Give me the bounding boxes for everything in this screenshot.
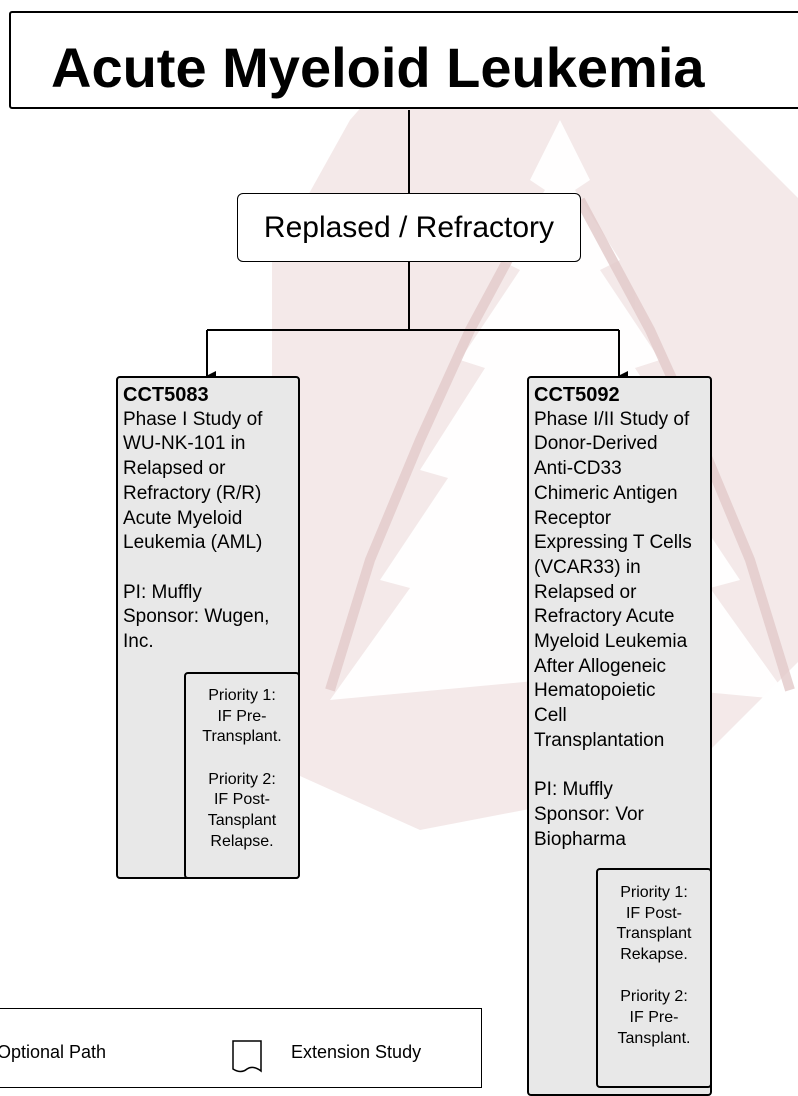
trial-id: CCT5092 — [534, 384, 620, 406]
priority-line: IF Pre- — [629, 1008, 679, 1026]
trial-description-line: Donor-Derived — [534, 433, 658, 455]
priority-line: Priority 1: — [620, 884, 688, 901]
trial-description-line: Chimeric Antigen — [534, 482, 678, 504]
trial-description-line: Refractory (R/R) — [123, 482, 262, 504]
trial-description-line: Anti-CD33 — [534, 458, 622, 480]
priority-line: IF Pre- — [217, 707, 267, 725]
trial-description-line: Acute Myeloid — [123, 507, 243, 529]
trial-description-line: After Allogeneic — [534, 655, 667, 677]
trial-description-line: Expressing T Cells — [534, 532, 692, 554]
priority-line: Relapse. — [210, 832, 274, 850]
trial-sponsor-line: Biopharma — [534, 828, 626, 850]
trial-description-line: Cell — [534, 705, 567, 727]
trial-description-line: (VCAR33) in — [534, 556, 641, 578]
trial-pi: PI: Muffly — [534, 779, 613, 801]
priority-line: IF Post- — [625, 904, 682, 922]
priority-line: Priority 2: — [208, 770, 276, 788]
priority-line: Transplant. — [202, 728, 282, 746]
trial-description-line: Relapsed or — [534, 581, 637, 603]
trial-description-line: WU-NK-101 in — [123, 433, 246, 455]
trial-id: CCT5083 — [123, 384, 209, 406]
legend-optional-path-label: Optional Path — [0, 1042, 107, 1062]
legend-extension-study-label: Extension Study — [291, 1042, 422, 1062]
legend-box: Optional Path Extension Study — [0, 1008, 482, 1088]
trial-description-line: Receptor — [534, 507, 612, 529]
connector-lines — [206, 110, 628, 381]
priority-line: IF Post- — [213, 791, 270, 809]
priority-line: Transplant — [616, 925, 692, 943]
trial-pi: PI: Muffly — [123, 581, 202, 603]
trial-sponsor-line: Sponsor: Vor — [534, 803, 644, 825]
trial-description-line: Phase I Study of — [123, 408, 263, 430]
diagram-title: Acute Myeloid Leukemia — [51, 36, 705, 99]
trial-description-line: Phase I/II Study of — [534, 408, 690, 430]
document-shape-icon — [232, 1040, 262, 1073]
priority-line: Rekapse. — [620, 945, 688, 963]
priority-line: Tansplant. — [617, 1029, 691, 1047]
trial-description-line: Hematopoietic — [534, 680, 656, 702]
trial-sponsor-line: Inc. — [123, 631, 154, 653]
priority-box-cct5092: Priority 1: IF Post- Transplant Rekapse.… — [596, 868, 712, 1088]
trial-description-line: Refractory Acute — [534, 606, 675, 628]
trial-sponsor-line: Sponsor: Wugen, — [123, 606, 270, 628]
trial-description-line: Leukemia (AML) — [123, 532, 263, 554]
trial-description-line: Transplantation — [534, 729, 665, 751]
priority-line: Priority 1: — [208, 687, 276, 704]
priority-line: Tansplant — [207, 811, 277, 829]
priority-line: Priority 2: — [620, 988, 688, 1006]
title-box: Acute Myeloid Leukemia — [9, 11, 798, 109]
priority-box-cct5083: Priority 1: IF Pre- Transplant. Priority… — [184, 672, 300, 879]
trial-description-line: Relapsed or — [123, 458, 226, 480]
subtitle-label: Replased / Refractory — [263, 210, 555, 244]
trial-description-line: Myeloid Leukemia — [534, 631, 688, 653]
subtitle-box: Replased / Refractory — [237, 193, 581, 262]
